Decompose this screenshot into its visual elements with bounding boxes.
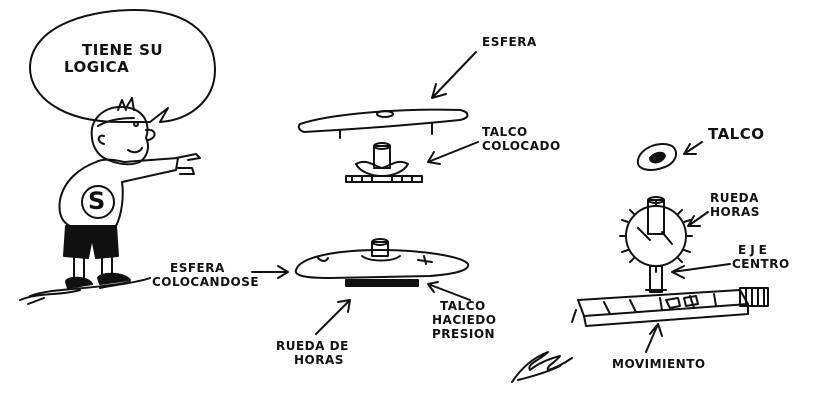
label-talco-haciendo-presion-line2: HACIEDO — [432, 312, 497, 327]
label-eje-centro-line1: EJE — [738, 243, 771, 257]
label-rueda-horas-line2: HORAS — [710, 204, 760, 219]
arrow-eje-centro — [671, 263, 731, 279]
label-rueda-de-horas-line2: HORAS — [294, 352, 344, 367]
arrow-esfera-colocandose — [251, 265, 289, 279]
dial-assembled — [294, 238, 470, 287]
arrow-talco-haciendo-presion — [427, 281, 471, 301]
label-eje-centro-line2: CENTRO — [732, 256, 790, 271]
label-rueda-horas-line1: RUEDA — [710, 191, 759, 205]
label-talco: TALCO — [708, 125, 765, 143]
speech-line-2: LOGICA — [64, 58, 130, 77]
movement — [571, 287, 769, 327]
label-talco-haciendo-presion: TALCO HACIEDO PRESION — [432, 299, 497, 341]
label-talco-haciendo-presion-line1: TALCO — [440, 299, 486, 313]
speech-line-1: TIENE SU — [82, 41, 164, 59]
cartoon-character — [19, 97, 201, 305]
artist-signature — [511, 351, 573, 383]
arrow-talco-colocado — [427, 141, 479, 165]
hour-wheel-with-talc — [345, 142, 423, 183]
label-talco-colocado: TALCO COLOCADO — [482, 125, 561, 154]
label-esfera-colocandose: ESFERA COLOCANDOSE — [152, 261, 260, 290]
arrow-movimiento — [645, 323, 663, 353]
talc-piece — [636, 142, 678, 171]
arrow-talco — [683, 141, 703, 155]
label-talco-haciendo-presion-line3: PRESION — [432, 326, 496, 341]
label-talco-colocado-line2: COLOCADO — [482, 138, 561, 153]
hour-wheel-gear — [619, 196, 693, 273]
shirt-letter: S — [88, 187, 106, 215]
label-movimiento: MOVIMIENTO — [612, 357, 706, 371]
label-rueda-horas: RUEDA HORAS — [710, 191, 760, 220]
label-rueda-de-horas-line1: RUEDA DE — [276, 339, 349, 353]
label-talco-colocado-line1: TALCO — [482, 125, 528, 139]
label-esfera-colocandose-line1: ESFERA — [170, 261, 225, 275]
speech-bubble-text: TIENE SU LOGICA — [64, 41, 164, 77]
arrow-esfera — [431, 51, 477, 99]
arrow-rueda-de-horas — [315, 299, 351, 335]
label-rueda-de-horas: RUEDA DE HORAS — [276, 339, 349, 368]
arrow-rueda-horas — [687, 211, 709, 227]
label-esfera-colocandose-line2: COLOCANDOSE — [152, 274, 260, 289]
speech-bubble — [29, 9, 216, 123]
label-eje-centro: EJE CENTRO — [732, 243, 790, 272]
center-shaft — [645, 265, 667, 293]
label-esfera: ESFERA — [482, 35, 537, 49]
dial-top — [297, 108, 469, 139]
